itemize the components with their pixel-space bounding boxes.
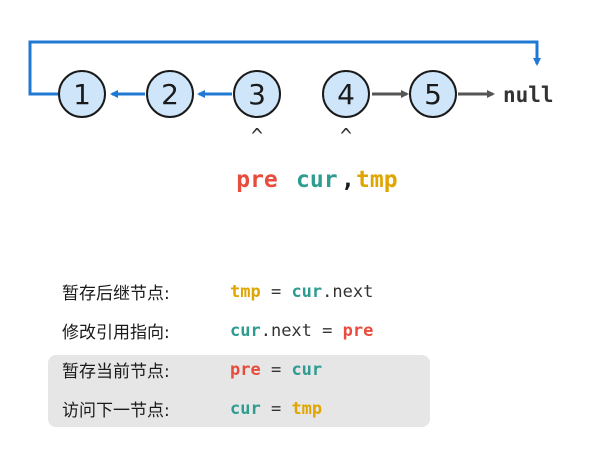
- null-label: null: [503, 83, 554, 107]
- cur-label: cur: [296, 167, 338, 193]
- step-row: 暂存后继节点: tmp = cur.next: [50, 272, 440, 311]
- code-token: cur: [230, 398, 261, 419]
- node-4-value: 4: [337, 78, 355, 111]
- highlighted-steps-box: [48, 355, 430, 427]
- step-code: cur.next = pre: [230, 321, 373, 341]
- node-3: 3: [233, 70, 281, 118]
- node-5: 5: [409, 70, 457, 118]
- node-5-value: 5: [424, 78, 442, 111]
- step-row: 修改引用指向: cur.next = pre: [50, 311, 440, 350]
- node-1: 1: [58, 70, 106, 118]
- step-code: pre = cur: [230, 360, 322, 380]
- step-label: 暂存后继节点:: [62, 284, 170, 304]
- pre-label: pre: [236, 167, 278, 193]
- code-token: tmp: [291, 398, 323, 419]
- code-token: cur: [230, 320, 261, 341]
- caret-node-4: ^: [340, 124, 352, 148]
- comma-label: ,: [341, 167, 355, 193]
- step-label: 修改引用指向:: [62, 323, 170, 343]
- code-token: =: [260, 359, 292, 380]
- loop-link-line: [28, 40, 541, 96]
- caret-node-3: ^: [251, 124, 263, 148]
- code-token: cur: [291, 281, 323, 302]
- step-row: 暂存当前节点: pre = cur: [50, 350, 440, 389]
- code-token: .next =: [260, 320, 343, 341]
- code-token: .next: [322, 281, 374, 302]
- steps-list: 暂存后继节点: tmp = cur.next 修改引用指向: cur.next …: [50, 272, 440, 428]
- code-token: =: [260, 398, 292, 419]
- code-token: tmp: [230, 281, 261, 302]
- code-token: pre: [342, 320, 374, 341]
- code-token: pre: [230, 359, 261, 380]
- node-3-value: 3: [248, 78, 266, 111]
- node-2-value: 2: [161, 78, 179, 111]
- node-1-value: 1: [73, 78, 91, 111]
- step-code: cur = tmp: [230, 399, 322, 419]
- code-token: cur: [291, 359, 323, 380]
- code-token: =: [260, 281, 292, 302]
- step-row: 访问下一节点: cur = tmp: [50, 389, 440, 428]
- step-code: tmp = cur.next: [230, 282, 373, 302]
- tmp-label: tmp: [356, 167, 398, 193]
- step-label: 暂存当前节点:: [62, 362, 170, 382]
- node-4: 4: [322, 70, 370, 118]
- node-2: 2: [146, 70, 194, 118]
- step-label: 访问下一节点:: [62, 401, 170, 421]
